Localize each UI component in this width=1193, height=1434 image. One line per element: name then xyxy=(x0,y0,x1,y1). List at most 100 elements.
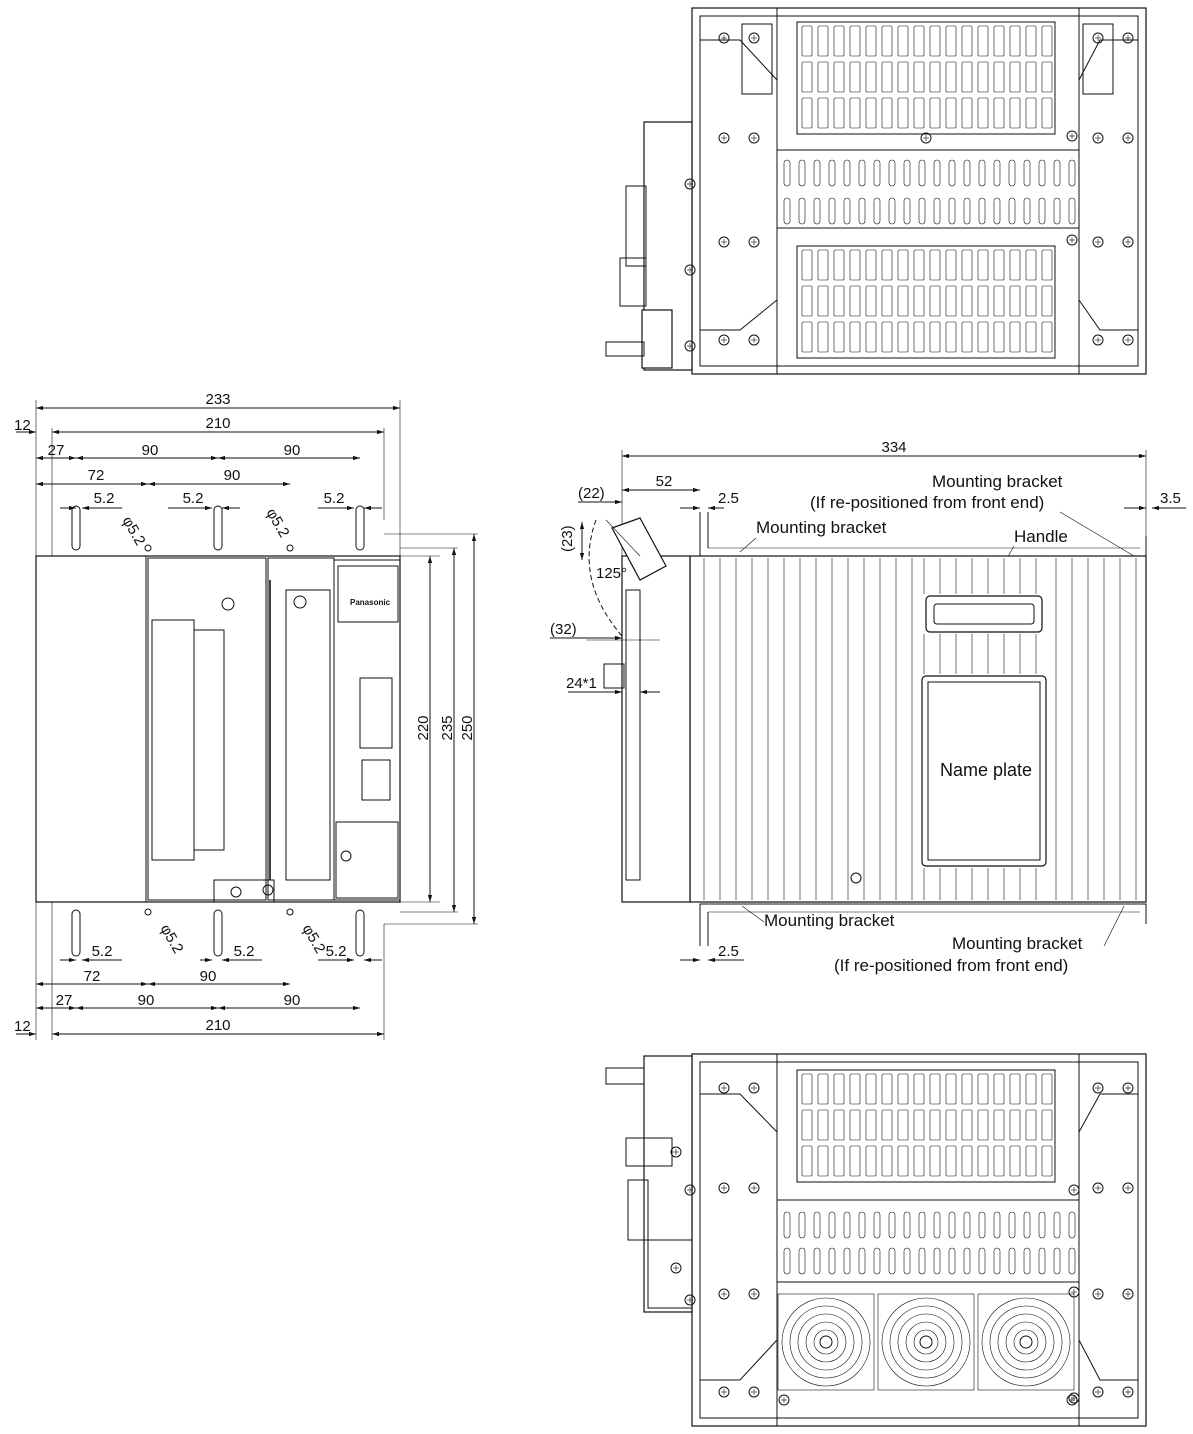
screw-icon xyxy=(1122,334,1134,346)
vent-slot xyxy=(833,97,845,129)
fan-hub xyxy=(1019,1335,1033,1349)
vent-slot xyxy=(1025,1073,1037,1105)
vent-slot xyxy=(801,285,813,317)
vent-slot xyxy=(913,249,925,281)
vent-slot xyxy=(945,97,957,129)
vent-slot xyxy=(1008,159,1016,187)
vent-slot xyxy=(929,1145,941,1177)
fan-guard-ring xyxy=(981,1297,1071,1387)
vent-slot xyxy=(801,25,813,57)
vent-slot xyxy=(801,61,813,93)
vent-slot xyxy=(881,1145,893,1177)
vent-slot xyxy=(865,321,877,353)
vent-slot xyxy=(881,1073,893,1105)
vent-slot xyxy=(849,285,861,317)
vent-slot xyxy=(833,285,845,317)
screw-icon xyxy=(684,1184,696,1196)
screw-icon xyxy=(748,1386,760,1398)
vent-slot xyxy=(993,249,1005,281)
vent-slot xyxy=(1023,1211,1031,1239)
dim-2-5-bottom: 2.5 xyxy=(718,943,739,960)
vent-slot xyxy=(849,25,861,57)
dim-hole-dia-b: φ5.2 xyxy=(263,506,293,541)
vent-slot xyxy=(903,197,911,225)
vent-slot xyxy=(801,1073,813,1105)
vent-slot xyxy=(881,97,893,129)
screw-icon xyxy=(920,132,932,144)
screw-icon xyxy=(748,132,760,144)
dim-24: 24*1 xyxy=(566,675,597,692)
vent-slot xyxy=(993,1247,1001,1275)
vent-slot xyxy=(833,25,845,57)
dim-12: 12 xyxy=(14,417,31,434)
bottom-view xyxy=(605,1053,1147,1427)
vent-slot xyxy=(1068,1247,1076,1275)
screw-icon xyxy=(1092,1288,1104,1300)
vent-slot xyxy=(961,321,973,353)
vent-slot xyxy=(897,1109,909,1141)
vent-slot xyxy=(929,249,941,281)
vent-slot xyxy=(993,159,1001,187)
vent-slot xyxy=(918,197,926,225)
vent-slot xyxy=(929,25,941,57)
vent-slot xyxy=(813,1247,821,1275)
vent-slot xyxy=(817,321,829,353)
vent-slot xyxy=(897,25,909,57)
fan-guard-ring xyxy=(789,1305,863,1379)
fan-frame xyxy=(977,1293,1075,1391)
vent-slot xyxy=(801,97,813,129)
vent-slot xyxy=(948,159,956,187)
dim-bottom-90-a: 90 xyxy=(200,968,217,985)
vent-slot xyxy=(948,1211,956,1239)
vent-slot xyxy=(1009,321,1021,353)
vent-slot xyxy=(918,1247,926,1275)
vent-slot xyxy=(843,1247,851,1275)
vent-slot xyxy=(977,321,989,353)
vent-slot xyxy=(897,285,909,317)
screw-icon xyxy=(718,32,730,44)
vent-slot xyxy=(993,1073,1005,1105)
fan-guard-ring xyxy=(805,1321,847,1363)
screw-icon xyxy=(748,1182,760,1194)
screw-icon xyxy=(684,1294,696,1306)
screw-icon xyxy=(718,1386,730,1398)
vent-slot xyxy=(1023,159,1031,187)
fan-guard-ring xyxy=(781,1297,871,1387)
vent-slot xyxy=(1053,1247,1061,1275)
screw-icon xyxy=(1122,236,1134,248)
vent-slot xyxy=(929,1073,941,1105)
vent-slot xyxy=(813,1211,821,1239)
fan-guard-ring xyxy=(1013,1329,1039,1355)
screw-icon xyxy=(684,340,696,352)
fan-frame xyxy=(877,1293,975,1391)
vent-slot xyxy=(783,1211,791,1239)
vent-slot xyxy=(961,1109,973,1141)
screw-icon xyxy=(1092,1082,1104,1094)
vent-slot xyxy=(828,1247,836,1275)
screw-icon xyxy=(1092,334,1104,346)
screw-icon xyxy=(1092,132,1104,144)
vent-slot xyxy=(1009,61,1021,93)
dim-bottom-slot-a: 5.2 xyxy=(92,943,113,960)
dim-27: 27 xyxy=(48,442,65,459)
vent-slot xyxy=(978,1247,986,1275)
vent-slot xyxy=(1068,1211,1076,1239)
vent-slot xyxy=(783,197,791,225)
vent-slot xyxy=(1009,1073,1021,1105)
vent-slot xyxy=(798,197,806,225)
vent-slot xyxy=(933,1247,941,1275)
dim-125: 125° xyxy=(596,565,627,582)
dim-90-b: 90 xyxy=(284,442,301,459)
vent-slot xyxy=(858,1247,866,1275)
label-name-plate: Name plate xyxy=(940,760,1032,780)
vent-slot xyxy=(801,1109,813,1141)
vent-slot xyxy=(1009,25,1021,57)
vent-slot xyxy=(888,159,896,187)
vent-slot xyxy=(903,1211,911,1239)
vent-slot xyxy=(801,249,813,281)
vent-slot xyxy=(903,1247,911,1275)
screw-icon xyxy=(670,1262,682,1274)
vent-slot xyxy=(1038,1247,1046,1275)
vent-slot xyxy=(849,61,861,93)
